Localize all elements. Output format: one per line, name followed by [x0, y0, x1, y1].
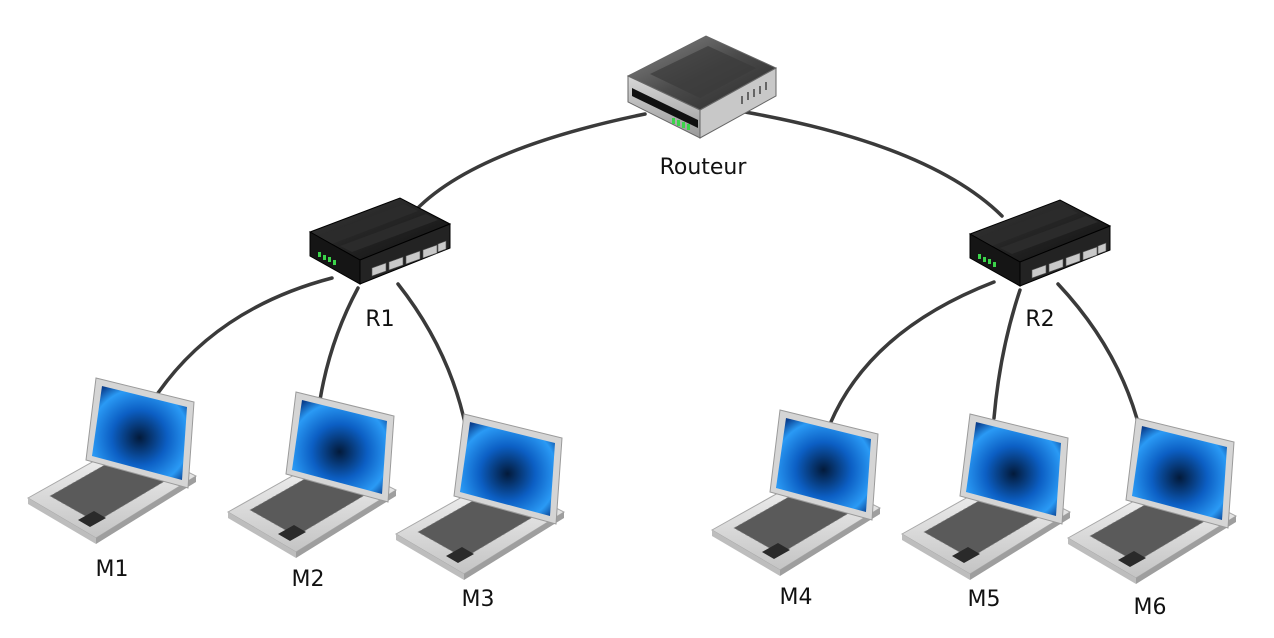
switch-icon	[309, 197, 451, 285]
laptop-m3-node: M3	[395, 413, 565, 612]
switch-icon	[969, 199, 1111, 287]
link-r2-m4	[828, 280, 996, 426]
m3-label: M3	[462, 587, 495, 612]
router-icon	[626, 35, 778, 139]
laptop-icon	[395, 413, 565, 581]
m4-label: M4	[780, 585, 813, 610]
r1-label: R1	[365, 307, 394, 332]
laptop-icon	[711, 409, 881, 577]
link-router-r1	[410, 112, 647, 216]
cables	[148, 110, 1142, 432]
laptop-icon	[901, 413, 1071, 581]
laptop-m6-node: M6	[1067, 417, 1237, 620]
switch-r2-node: R2	[969, 199, 1111, 332]
switch-r1-node: R1	[309, 197, 451, 332]
laptop-icon	[227, 391, 397, 559]
link-r2-m6	[1056, 282, 1142, 432]
laptop-m2-node: M2	[227, 391, 397, 592]
link-router-r2	[743, 110, 1004, 218]
laptop-m1-node: M1	[27, 377, 197, 582]
router-label: Routeur	[660, 155, 748, 180]
laptop-icon	[1067, 417, 1237, 585]
laptop-m4-node: M4	[711, 409, 881, 610]
laptop-icon	[27, 377, 197, 545]
link-r1-m2	[318, 286, 360, 402]
m2-label: M2	[292, 567, 325, 592]
laptop-m5-node: M5	[901, 413, 1071, 612]
link-r1-m3	[396, 282, 468, 430]
r2-label: R2	[1025, 307, 1054, 332]
m6-label: M6	[1134, 595, 1167, 620]
m5-label: M5	[968, 587, 1001, 612]
link-r1-m1	[148, 276, 334, 407]
link-r2-m5	[992, 288, 1022, 420]
m1-label: M1	[96, 557, 129, 582]
router-node: Routeur	[626, 35, 778, 180]
